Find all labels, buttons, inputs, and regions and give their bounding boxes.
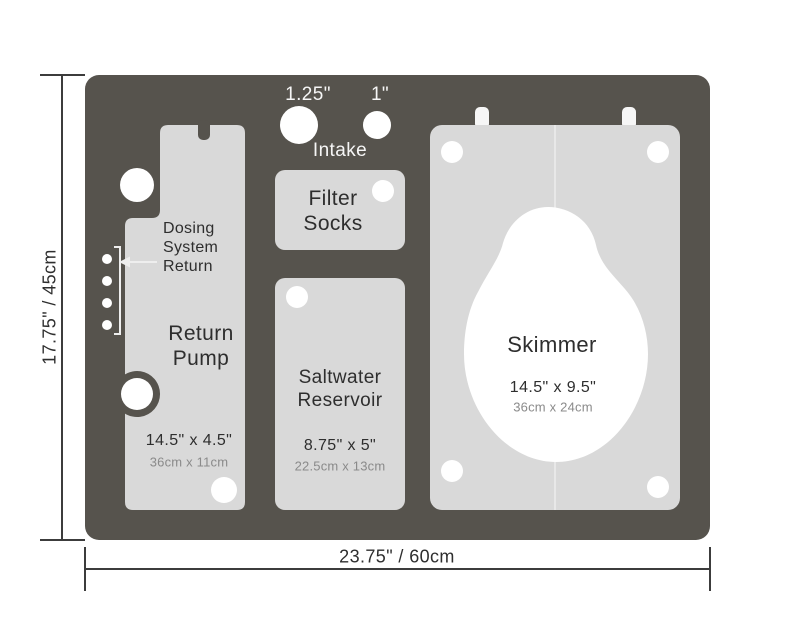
filter-socks-label-line1: Filter xyxy=(308,187,358,210)
skimmer-tab-left xyxy=(475,107,489,129)
height-dimension-cap-bottom xyxy=(40,539,85,541)
intake-small-hole-label: 1" xyxy=(370,84,390,105)
saltwater-reservoir-label: Saltwater Reservoir xyxy=(298,366,383,412)
skimmer-size-inches: 14.5" x 9.5" xyxy=(509,379,597,396)
dosing-hole-3 xyxy=(102,298,112,308)
dosing-callout-line1: Dosing xyxy=(163,220,215,237)
dosing-hole-2 xyxy=(102,276,112,286)
height-dimension-line xyxy=(61,75,63,540)
dosing-callout-line2: System xyxy=(163,239,219,256)
filter-socks-hole xyxy=(372,180,394,202)
saltwater-label-line2: Reservoir xyxy=(297,390,383,411)
return-pump-hole-bite xyxy=(121,378,153,410)
saltwater-reservoir-compartment xyxy=(275,278,405,510)
saltwater-size-metric: 22.5cm x 13cm xyxy=(294,458,386,474)
return-pump-label-line1: Return xyxy=(168,322,234,345)
skimmer-hole-bottom-left xyxy=(441,460,463,482)
dosing-bracket xyxy=(114,246,121,335)
dosing-hole-4 xyxy=(102,320,112,330)
skimmer-hole-bottom-right xyxy=(647,476,669,498)
return-pump-compartment xyxy=(125,125,245,510)
dosing-callout-label: Dosing System Return xyxy=(163,219,218,276)
sump-shapes-layer xyxy=(102,106,680,510)
width-dimension-label: 23.75" / 60cm xyxy=(339,546,455,567)
saltwater-reservoir-hole xyxy=(286,286,308,308)
skimmer-hole-top-left xyxy=(441,141,463,163)
skimmer-tab-right xyxy=(622,107,636,129)
width-dimension-cap-left xyxy=(84,547,86,591)
return-pump-label: Return Pump xyxy=(168,321,233,371)
skimmer-label: Skimmer xyxy=(507,332,597,357)
skimmer-hole-top-right xyxy=(647,141,669,163)
dosing-callout-line3: Return xyxy=(163,258,213,275)
return-pump-hole-bottom xyxy=(211,477,237,503)
dosing-callout-arrowhead xyxy=(119,256,130,268)
filter-socks-label-line2: Socks xyxy=(303,212,363,235)
width-dimension-cap-right xyxy=(709,547,711,591)
intake-caption: Intake xyxy=(312,140,368,161)
return-pump-label-line2: Pump xyxy=(172,347,230,370)
width-dimension-line xyxy=(85,568,710,570)
return-pump-size-metric: 36cm x 11cm xyxy=(149,454,229,470)
saltwater-size-inches: 8.75" x 5" xyxy=(303,437,377,454)
height-dimension-cap-top xyxy=(40,74,85,76)
skimmer-size-metric: 36cm x 24cm xyxy=(513,399,593,415)
intake-hole-large xyxy=(280,106,318,144)
dosing-hole-1 xyxy=(102,254,112,264)
skimmer-footprint-cutout xyxy=(464,207,648,462)
saltwater-label-line1: Saltwater xyxy=(298,367,382,388)
intake-large-hole-label: 1.25" xyxy=(285,84,331,105)
height-dimension-label: 17.75" / 45cm xyxy=(39,249,60,365)
intake-hole-small xyxy=(363,111,391,139)
return-pump-size-inches: 14.5" x 4.5" xyxy=(145,432,233,449)
return-pump-top-slot xyxy=(198,120,210,140)
filter-socks-label: Filter Socks xyxy=(303,186,362,236)
return-pump-hole-upper xyxy=(120,168,154,202)
